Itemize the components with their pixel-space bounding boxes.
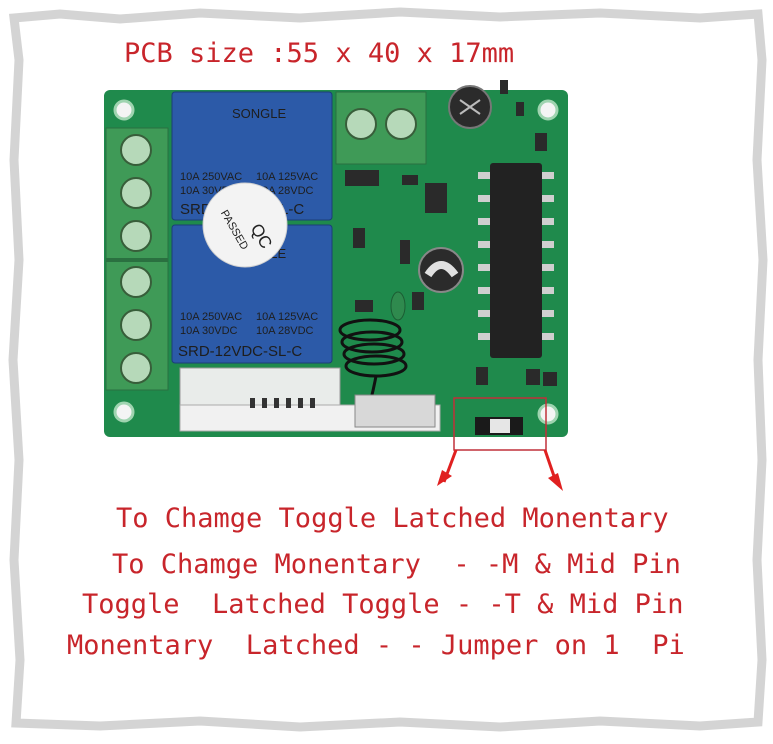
svg-text:SRD-12VDC-SL-C: SRD-12VDC-SL-C — [178, 343, 302, 360]
instruction-line-3: Toggle Latched Toggle - -T & Mid Pin — [82, 589, 684, 620]
arrows — [437, 449, 563, 491]
instruction-line-1: To Chamge Toggle Latched Monentary — [116, 503, 669, 534]
svg-text:10A 250VAC: 10A 250VAC — [180, 311, 242, 323]
rf-module — [179, 367, 441, 432]
pcb-size-label: PCB size :55 x 40 x 17mm — [124, 38, 515, 69]
left-terminal-block — [105, 127, 169, 391]
jumper-highlight — [453, 397, 547, 451]
qc-sticker: QC PASSED — [202, 182, 288, 268]
capacitor — [418, 85, 492, 293]
ic-chip — [478, 163, 554, 358]
instruction-line-2: To Chamge Monentary - -M & Mid Pin — [112, 549, 681, 580]
instruction-line-4: Monentary Latched - - Jumper on 1 Pi — [67, 630, 685, 661]
antenna-coil — [338, 318, 408, 421]
svg-text:10A 30VDC: 10A 30VDC — [180, 325, 238, 337]
svg-text:10A 125VAC: 10A 125VAC — [256, 171, 318, 183]
svg-text:10A 28VDC: 10A 28VDC — [256, 325, 314, 337]
svg-text:10A 250VAC: 10A 250VAC — [180, 171, 242, 183]
svg-text:10A 125VAC: 10A 125VAC — [256, 311, 318, 323]
smd-components — [345, 80, 557, 386]
svg-text:SONGLE: SONGLE — [232, 106, 287, 121]
top-terminal-block — [335, 91, 427, 165]
relay-bottom: SONGLE 10A 250VAC 10A 125VAC 10A 30VDC 1… — [171, 224, 333, 364]
